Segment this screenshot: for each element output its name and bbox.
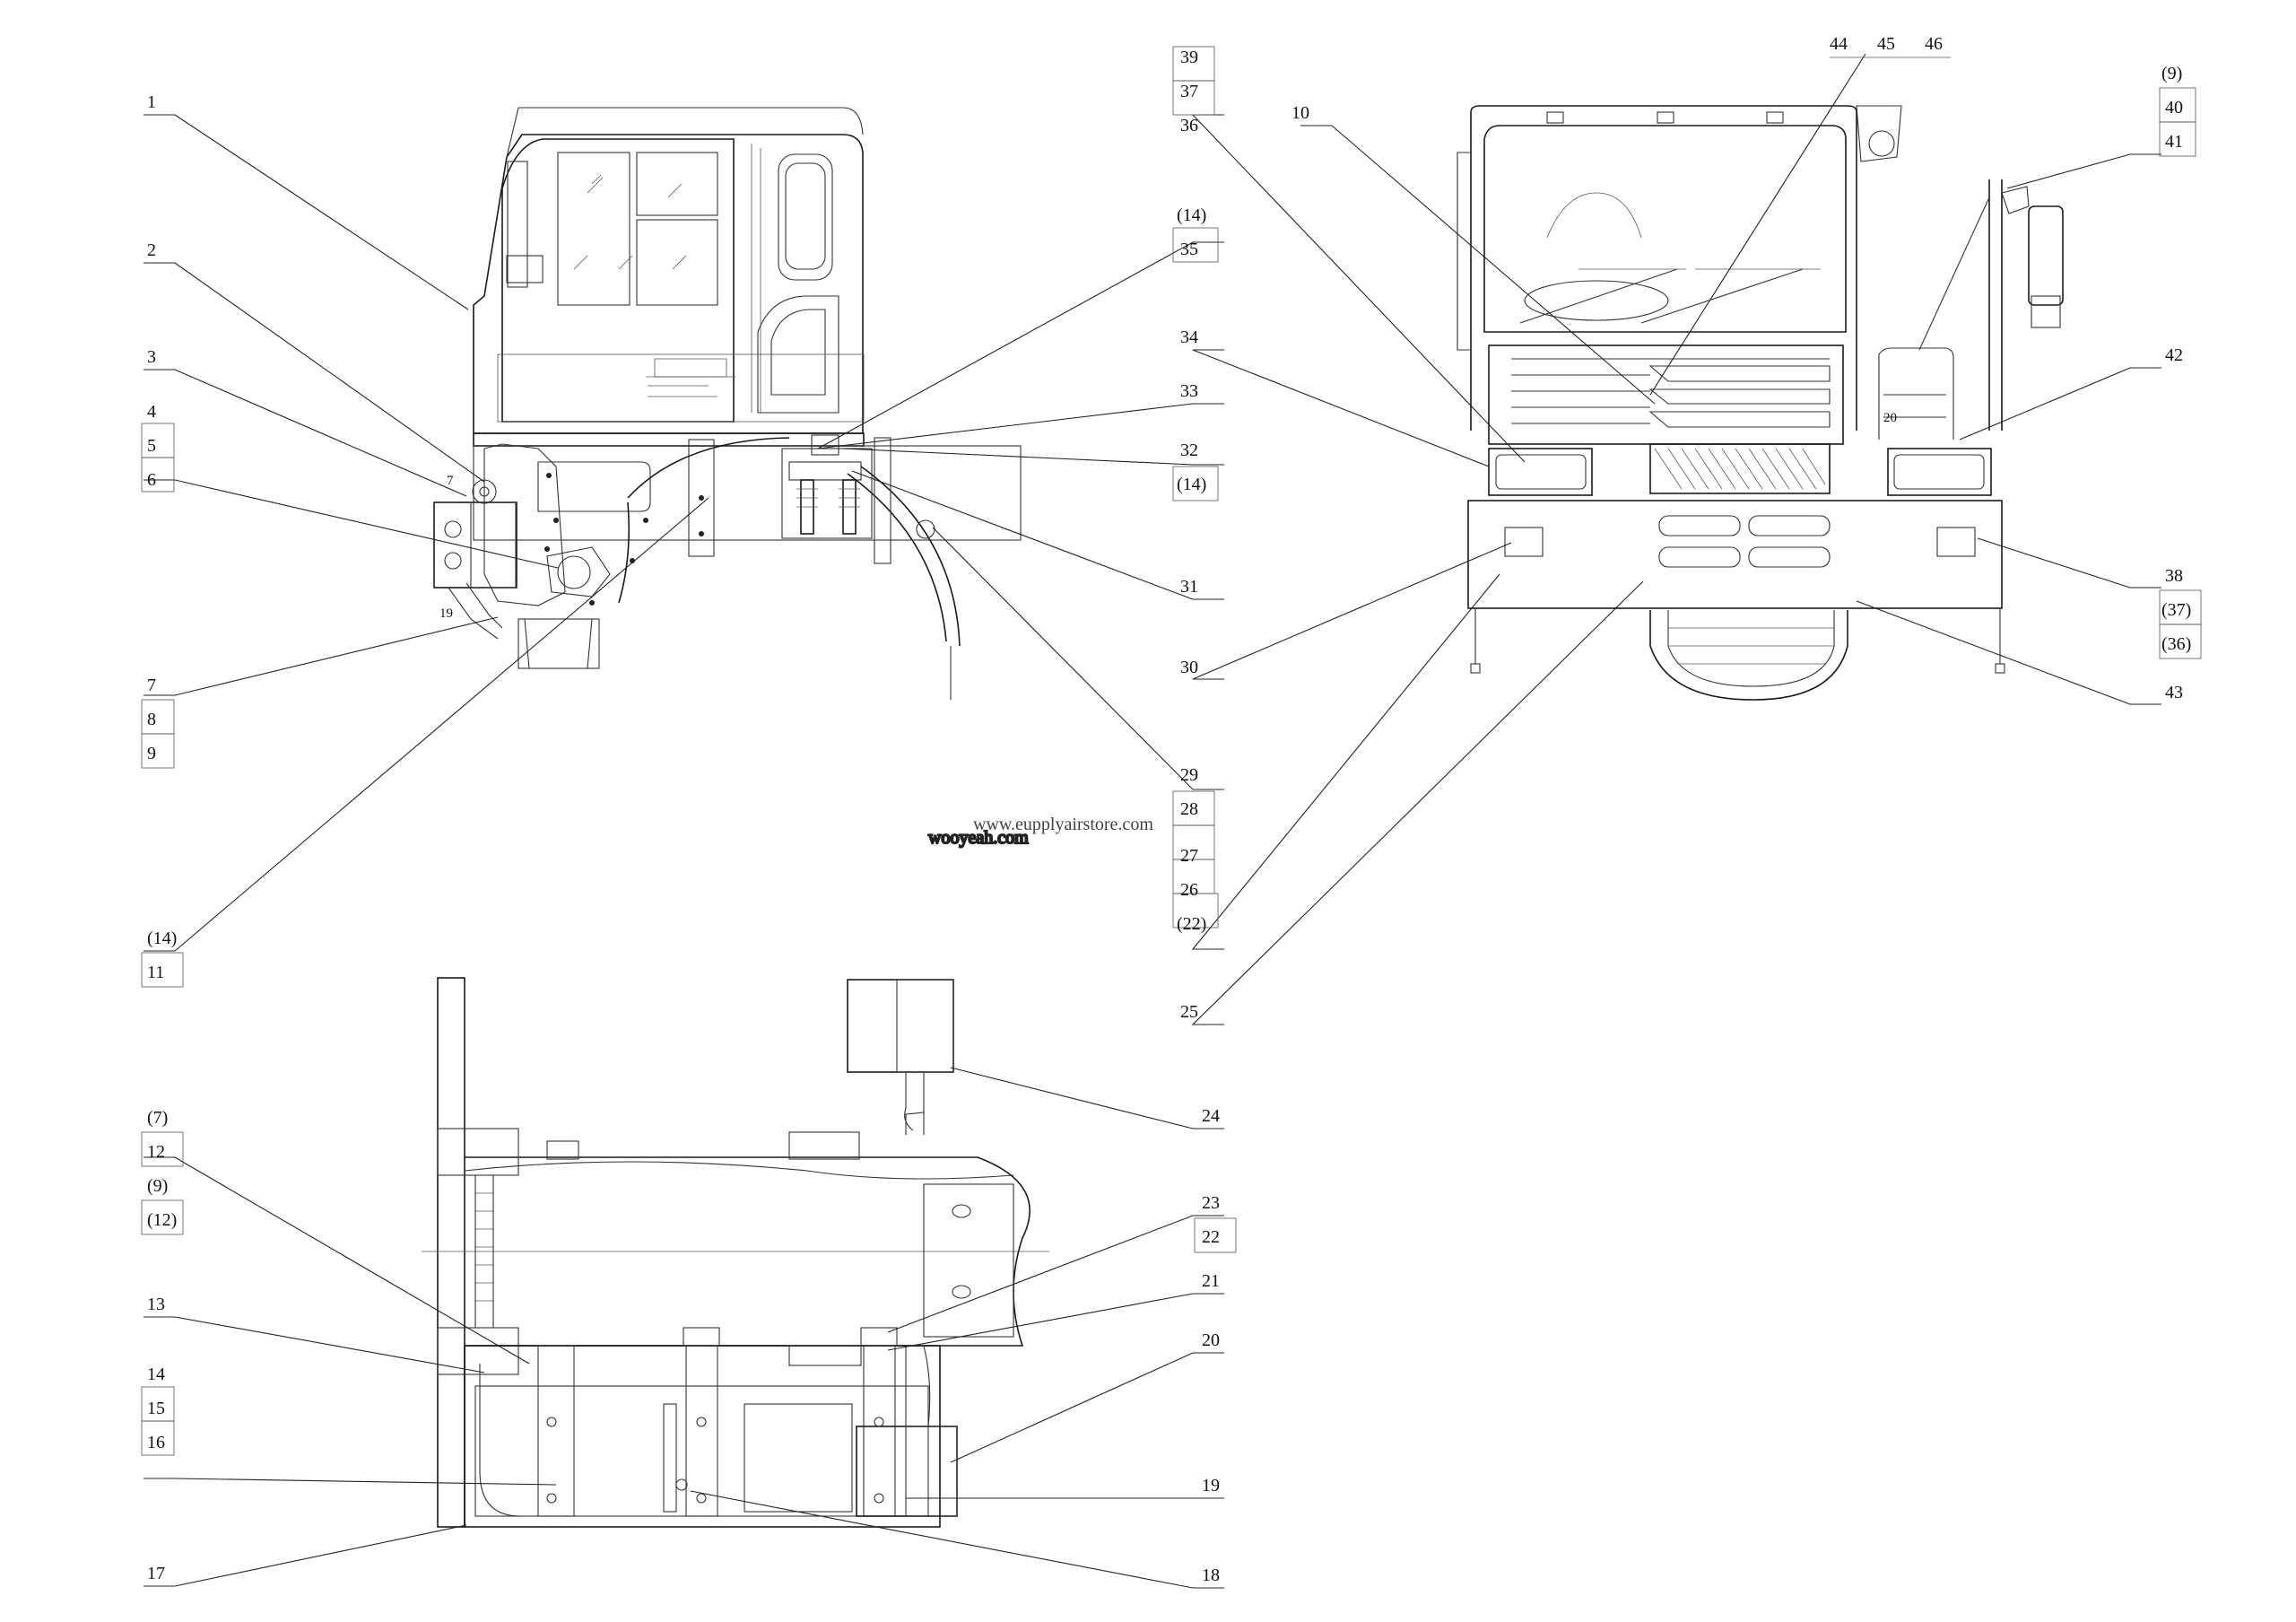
svg-text:24: 24 bbox=[1202, 1106, 1220, 1126]
svg-text:11: 11 bbox=[147, 963, 164, 982]
svg-text:(12): (12) bbox=[147, 1210, 177, 1230]
callout-31: 31 bbox=[1180, 577, 1198, 597]
svg-text:16: 16 bbox=[147, 1433, 165, 1452]
callout-labels: 1 2 3 4 5 6 7 8 9 (14) 11 bbox=[141, 34, 2202, 1585]
svg-text:26: 26 bbox=[1180, 880, 1198, 900]
svg-text:40: 40 bbox=[2165, 98, 2183, 118]
callout-24: 24 bbox=[1202, 1106, 1220, 1126]
callout-42: 42 bbox=[2165, 345, 2183, 365]
svg-text:19: 19 bbox=[1202, 1476, 1220, 1496]
inline-label: 20 bbox=[1883, 411, 1897, 425]
svg-text:30: 30 bbox=[1180, 658, 1198, 677]
svg-text:17: 17 bbox=[147, 1564, 165, 1583]
svg-text:39: 39 bbox=[1180, 48, 1198, 67]
callout-20: 20 bbox=[1202, 1330, 1220, 1350]
callout-21: 21 bbox=[1202, 1271, 1220, 1291]
callout-13: 13 bbox=[147, 1295, 165, 1314]
svg-text:45: 45 bbox=[1877, 34, 1895, 54]
svg-text:46: 46 bbox=[1925, 34, 1943, 54]
callout-29-28-27-26-22: 29 28 27 26 (22) bbox=[1172, 765, 1219, 934]
callout-18: 18 bbox=[1202, 1565, 1220, 1585]
callout-39-37-36: 39 37 36 bbox=[1172, 46, 1215, 135]
svg-text:(22): (22) bbox=[1177, 914, 1206, 934]
chassis-top-view bbox=[422, 977, 1049, 1528]
svg-text:15: 15 bbox=[147, 1399, 165, 1418]
callout-1: 1 bbox=[147, 92, 156, 112]
svg-text:21: 21 bbox=[1202, 1271, 1220, 1291]
svg-text:8: 8 bbox=[147, 710, 156, 729]
svg-text:2: 2 bbox=[147, 240, 156, 260]
watermark-secondary: www.eupplyairstore.com bbox=[973, 815, 1153, 834]
svg-text:7: 7 bbox=[147, 676, 156, 695]
svg-text:36: 36 bbox=[1180, 116, 1198, 135]
svg-text:41: 41 bbox=[2165, 132, 2183, 152]
svg-text:23: 23 bbox=[1202, 1193, 1220, 1213]
svg-text:(14): (14) bbox=[1177, 475, 1206, 494]
svg-text:(14): (14) bbox=[147, 929, 177, 948]
cab-front-view: 20 bbox=[1457, 105, 2064, 701]
callout-25: 25 bbox=[1180, 1002, 1198, 1022]
svg-text:38: 38 bbox=[2165, 566, 2183, 586]
svg-text:28: 28 bbox=[1180, 799, 1198, 819]
callout-17: 17 bbox=[147, 1564, 165, 1583]
callout-23-22: 23 22 bbox=[1194, 1193, 1237, 1253]
callout-14-11: (14) 11 bbox=[141, 929, 184, 988]
svg-text:43: 43 bbox=[2165, 683, 2183, 702]
cab-side-view: 7 19 bbox=[433, 107, 1022, 700]
svg-text:29: 29 bbox=[1180, 765, 1198, 785]
callout-3: 3 bbox=[147, 347, 156, 367]
callout-7-8-9: 7 8 9 bbox=[141, 676, 175, 769]
svg-text:(9): (9) bbox=[147, 1176, 168, 1196]
svg-text:25: 25 bbox=[1180, 1002, 1198, 1022]
callout-33: 33 bbox=[1180, 381, 1198, 401]
svg-text:5: 5 bbox=[147, 436, 156, 456]
svg-text:44: 44 bbox=[1830, 34, 1848, 54]
callout-19: 19 bbox=[1202, 1476, 1220, 1496]
callout-32-14: 32 (14) bbox=[1172, 440, 1219, 501]
svg-text:1: 1 bbox=[147, 92, 156, 112]
svg-text:12: 12 bbox=[147, 1142, 165, 1162]
svg-text:6: 6 bbox=[147, 470, 156, 490]
inline-label: 7 bbox=[447, 474, 454, 488]
callout-43: 43 bbox=[2165, 683, 2183, 702]
svg-text:(7): (7) bbox=[147, 1108, 168, 1128]
callout-4-5-6: 4 5 6 bbox=[141, 402, 175, 493]
callout-38-37-36: 38 (37) (36) bbox=[2159, 566, 2202, 659]
svg-text:(14): (14) bbox=[1177, 205, 1206, 225]
callout-14-35: (14) 35 bbox=[1172, 205, 1219, 263]
svg-text:(37): (37) bbox=[2161, 600, 2191, 620]
callout-7-12-9-12: (7) 12 (9) (12) bbox=[141, 1108, 184, 1235]
watermark-primary: wooyeah.com bbox=[928, 828, 1029, 848]
svg-text:(9): (9) bbox=[2161, 64, 2182, 83]
callout-9-40-41: (9) 40 41 bbox=[2159, 64, 2196, 157]
svg-text:42: 42 bbox=[2165, 345, 2183, 365]
svg-text:34: 34 bbox=[1180, 327, 1198, 347]
svg-text:20: 20 bbox=[1202, 1330, 1220, 1350]
svg-text:13: 13 bbox=[147, 1295, 165, 1314]
svg-text:(36): (36) bbox=[2161, 634, 2191, 654]
watermark: wooyeah.com www.eupplyairstore.com bbox=[927, 815, 1153, 849]
callout-30: 30 bbox=[1180, 658, 1198, 677]
svg-text:32: 32 bbox=[1180, 440, 1198, 460]
callout-2: 2 bbox=[147, 240, 156, 260]
svg-text:35: 35 bbox=[1180, 240, 1198, 259]
svg-text:9: 9 bbox=[147, 744, 156, 763]
svg-text:37: 37 bbox=[1180, 82, 1198, 101]
svg-text:22: 22 bbox=[1202, 1227, 1220, 1247]
svg-text:33: 33 bbox=[1180, 381, 1198, 401]
callout-10: 10 bbox=[1292, 103, 1309, 123]
svg-text:14: 14 bbox=[147, 1365, 165, 1384]
callout-34: 34 bbox=[1180, 327, 1198, 347]
svg-text:4: 4 bbox=[147, 402, 156, 422]
svg-text:27: 27 bbox=[1180, 846, 1198, 866]
inline-label: 19 bbox=[439, 606, 453, 621]
svg-text:31: 31 bbox=[1180, 577, 1198, 597]
svg-text:18: 18 bbox=[1202, 1565, 1220, 1585]
svg-text:3: 3 bbox=[147, 347, 156, 367]
callout-14-15-16: 14 15 16 bbox=[141, 1365, 175, 1456]
svg-text:10: 10 bbox=[1292, 103, 1309, 123]
leader-lines bbox=[144, 53, 2161, 1589]
callout-44-45-46: 44 45 46 bbox=[1830, 34, 1951, 58]
